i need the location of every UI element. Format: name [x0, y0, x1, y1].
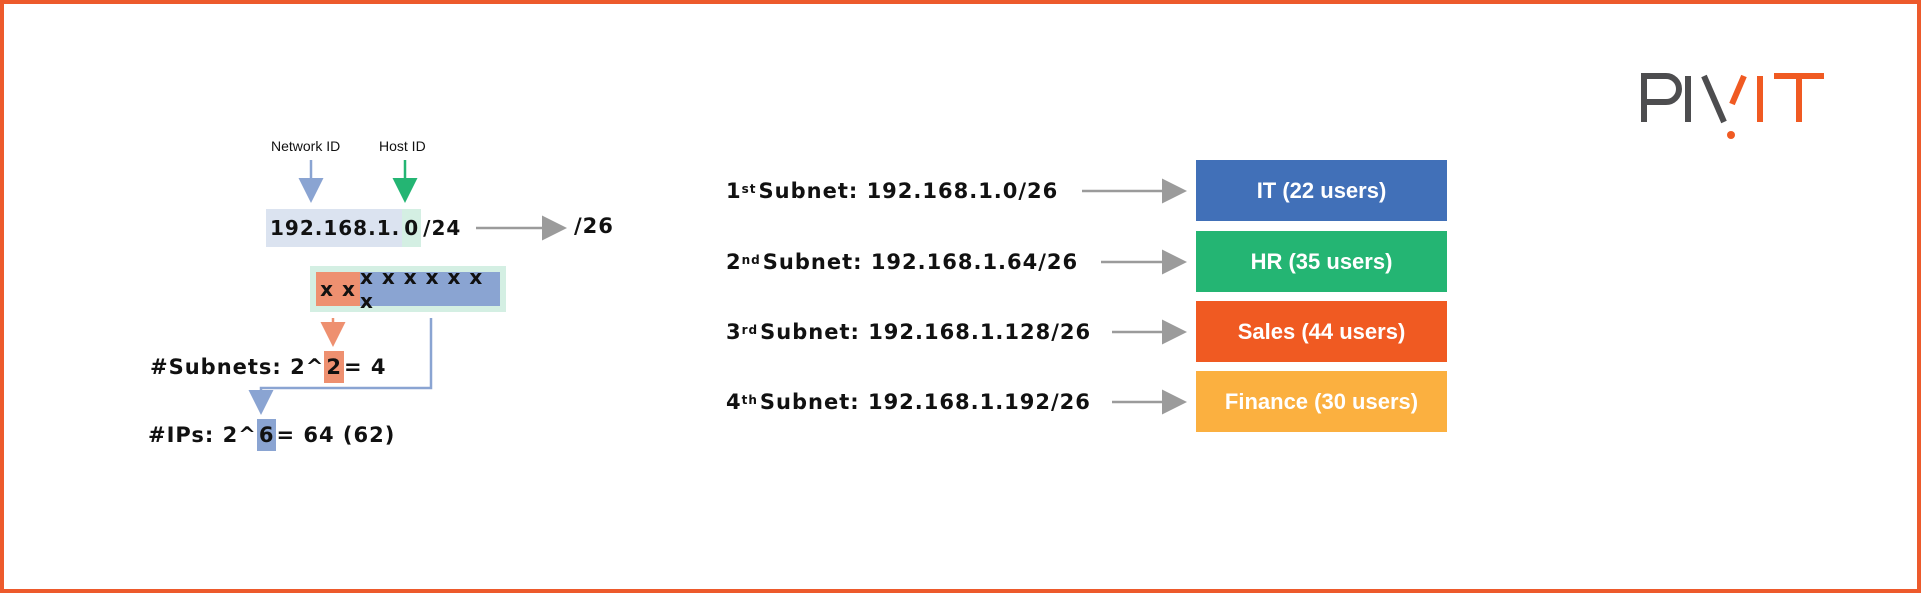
- host-bits-connector: [248, 318, 433, 415]
- subnet-3-ordinal: 3: [726, 320, 742, 344]
- subnet-4-text: Subnet: 192.168.1.192/26: [759, 390, 1091, 414]
- subnet-1-text: Subnet: 192.168.1.0/26: [758, 179, 1059, 203]
- pivit-logo: [1641, 73, 1824, 139]
- new-prefix: /26: [574, 214, 614, 238]
- subnets-formula-prefix: #Subnets: 2^: [150, 355, 325, 379]
- subnet-4-box: Finance (30 users): [1196, 371, 1447, 432]
- subnet-2-box: HR (35 users): [1196, 231, 1447, 292]
- subnet-1-ordinal-suffix: st: [741, 182, 757, 196]
- host-bits-block: x x x x x x x x x: [310, 265, 506, 313]
- ips-formula-suffix: = 64 (62): [276, 423, 396, 447]
- ips-formula: #IPs: 2^6 = 64 (62): [148, 418, 395, 452]
- subnet-2-ordinal-suffix: nd: [741, 253, 761, 267]
- subnet-3-text: Subnet: 192.168.1.128/26: [760, 320, 1092, 344]
- subnet-1-ordinal: 1: [726, 179, 742, 203]
- subnet-2-text: Subnet: 192.168.1.64/26: [762, 250, 1079, 274]
- subnets-formula: #Subnets: 2^2 = 4: [150, 350, 387, 384]
- subnet-1-box: IT (22 users): [1196, 160, 1447, 221]
- ip-address: 192.168.1. 0 /24: [266, 209, 461, 247]
- subnet-4-ordinal: 4: [726, 390, 742, 414]
- host-id-label: Host ID: [379, 138, 426, 154]
- network-id-label: Network ID: [271, 138, 341, 154]
- ip-prefix: /24: [423, 216, 462, 240]
- ips-exponent: 6: [256, 419, 277, 451]
- subnet-3-ordinal-suffix: rd: [741, 323, 759, 337]
- subnets-exponent: 2: [324, 351, 344, 383]
- host-bits: x x x x x x x: [360, 265, 500, 313]
- ips-formula-prefix: #IPs: 2^: [148, 423, 257, 447]
- subnet-3-box: Sales (44 users): [1196, 301, 1447, 362]
- subnet-bits: x x: [316, 272, 360, 306]
- subnet-4-ordinal-suffix: th: [741, 393, 758, 407]
- subnet-2-ordinal: 2: [726, 250, 742, 274]
- ip-network-part: 192.168.1.: [266, 209, 403, 247]
- ip-host-part: 0: [402, 209, 422, 247]
- subnets-formula-suffix: = 4: [343, 355, 387, 379]
